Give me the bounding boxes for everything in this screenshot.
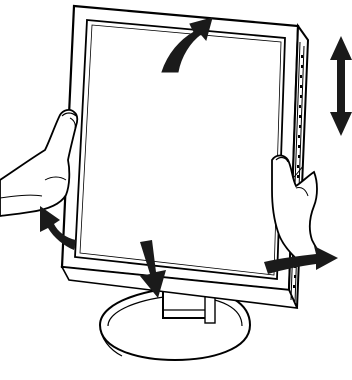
height-adjust-double-arrow-icon [330, 36, 352, 136]
